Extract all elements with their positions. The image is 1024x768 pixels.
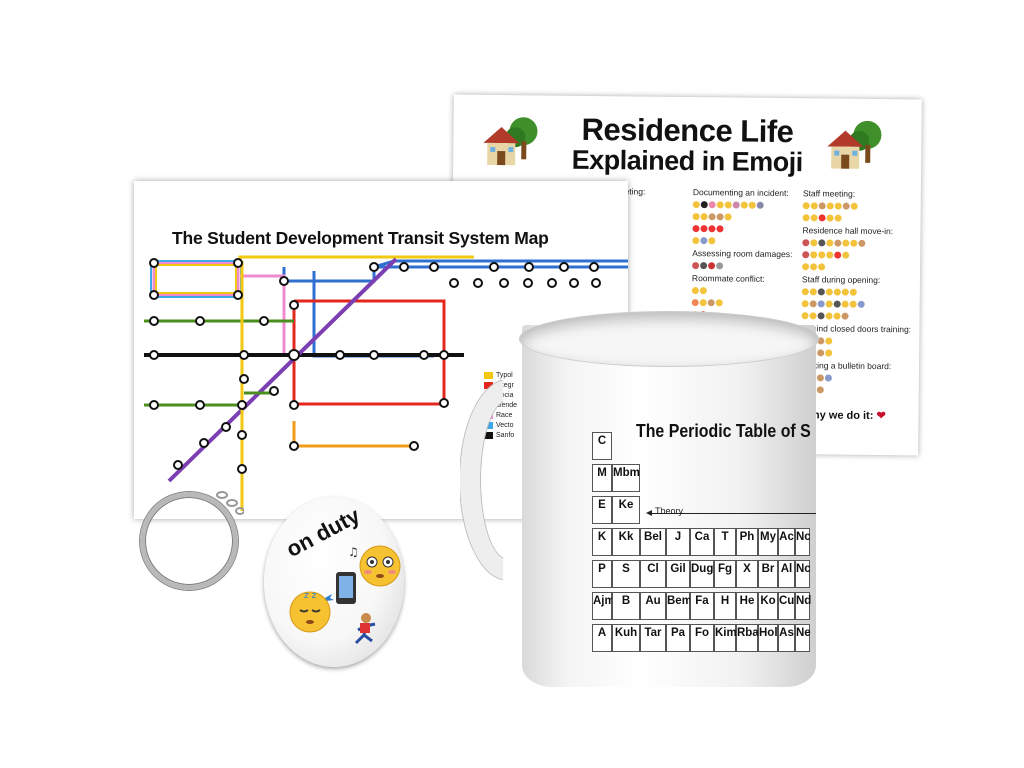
element-cell: He — [736, 592, 758, 620]
emoji-heading: Making a bulletin board: — [801, 360, 892, 372]
element-cell: Kim — [714, 624, 737, 652]
element-cell: Bem — [666, 592, 692, 620]
emoji-heading: Documenting an incident: — [692, 187, 789, 199]
element-cell: Nc — [795, 560, 811, 588]
element-cell: H — [714, 592, 736, 620]
element-cell: Kk — [612, 528, 640, 556]
element-cell: M — [592, 464, 612, 492]
element-cell: Ac — [778, 528, 795, 556]
element-cell: K — [592, 528, 612, 556]
emoji-column-3: Staff meeting: Residence hall move-in: S… — [800, 188, 913, 397]
chain-link-icon — [216, 491, 244, 515]
element-cell: Kuh — [612, 624, 640, 652]
element-cell: Br — [758, 560, 778, 588]
emoji-heading: Staff during opening: — [801, 274, 881, 286]
heart-icon: ❤ — [876, 410, 886, 423]
element-cell: P — [592, 560, 612, 588]
element-cell: Dug — [690, 560, 714, 588]
emoji-heading: Roommate conflict: — [691, 273, 765, 284]
element-cell: A — [592, 624, 612, 652]
sleeping-face-icon: z z — [289, 591, 331, 633]
poster-title-line2: Explained in Emoji — [571, 144, 803, 178]
element-cell: Tar — [640, 624, 666, 652]
poster-title: Residence Life Explained in Emoji — [553, 111, 822, 178]
poster-title-line1: Residence Life — [581, 111, 794, 150]
element-cell: Ca — [690, 528, 714, 556]
emoji-heading: Behind closed doors training: — [801, 323, 912, 335]
residence-life-poster: Residence Life Explained in Emoji or mee… — [450, 94, 922, 456]
periodic-table: C M Mbm E Ke K Kk Bel J Ca T Ph My Ac Nc… — [585, 420, 816, 665]
theory-label: Theory — [655, 506, 684, 516]
element-cell: Cu — [778, 592, 795, 620]
element-cell: Ph — [736, 528, 758, 556]
emoji-heading: Staff meeting: — [802, 188, 856, 199]
emoji-illustration: ♫ z z — [289, 545, 401, 645]
element-cell: Ko — [758, 592, 778, 620]
element-cell: Hol — [758, 624, 778, 652]
element-cell: Fo — [690, 624, 714, 652]
mug-rim — [520, 312, 818, 366]
element-cell: T — [714, 528, 736, 556]
arrow-left-icon — [646, 510, 652, 516]
key-ring — [140, 492, 238, 590]
element-cell: Ne — [795, 624, 811, 652]
element-cell: Ajm — [592, 592, 615, 620]
element-cell: Nd — [795, 592, 811, 620]
transit-lines-diagram — [144, 255, 628, 511]
element-cell: S — [612, 560, 640, 588]
element-cell: Rba — [736, 624, 759, 652]
flushed-face-icon — [359, 545, 401, 587]
emoji-heading: Residence hall move-in: — [802, 225, 894, 237]
phone-icon — [336, 572, 356, 604]
running-person-icon — [354, 613, 376, 645]
element-cell: C — [592, 432, 612, 460]
legend-item: Integr — [484, 381, 604, 391]
theory-axis-line — [648, 513, 816, 514]
element-cell: Mbm — [612, 464, 640, 492]
element-cell: Nc — [795, 528, 811, 556]
element-cell: As — [778, 624, 795, 652]
element-cell: Pa — [666, 624, 690, 652]
element-cell: Fa — [690, 592, 714, 620]
element-cell: My — [758, 528, 778, 556]
emoji-heading: Assessing room damages: — [692, 248, 793, 260]
element-cell: Cl — [640, 560, 666, 588]
element-cell: Ke — [612, 496, 640, 524]
element-cell: X — [736, 560, 758, 588]
svg-text:z z: z z — [304, 591, 317, 601]
map-title: The Student Development Transit System M… — [172, 228, 549, 248]
mug-title: The Periodic Table of S — [636, 420, 811, 441]
emoji-column-2: Documenting an incident: Assessing room … — [691, 187, 794, 322]
element-cell: Bel — [640, 528, 666, 556]
house-tree-icon — [483, 117, 538, 166]
element-cell: E — [592, 496, 612, 524]
element-cell: Gil — [666, 560, 690, 588]
element-cell: Al — [778, 560, 795, 588]
house-tree-icon — [827, 120, 882, 169]
music-note-icon: ♫ — [348, 545, 359, 559]
element-cell: J — [666, 528, 690, 556]
element-cell: B — [612, 592, 640, 620]
element-cell: Fg — [714, 560, 736, 588]
element-cell: Au — [640, 592, 666, 620]
legend-item: Typol — [484, 371, 604, 381]
